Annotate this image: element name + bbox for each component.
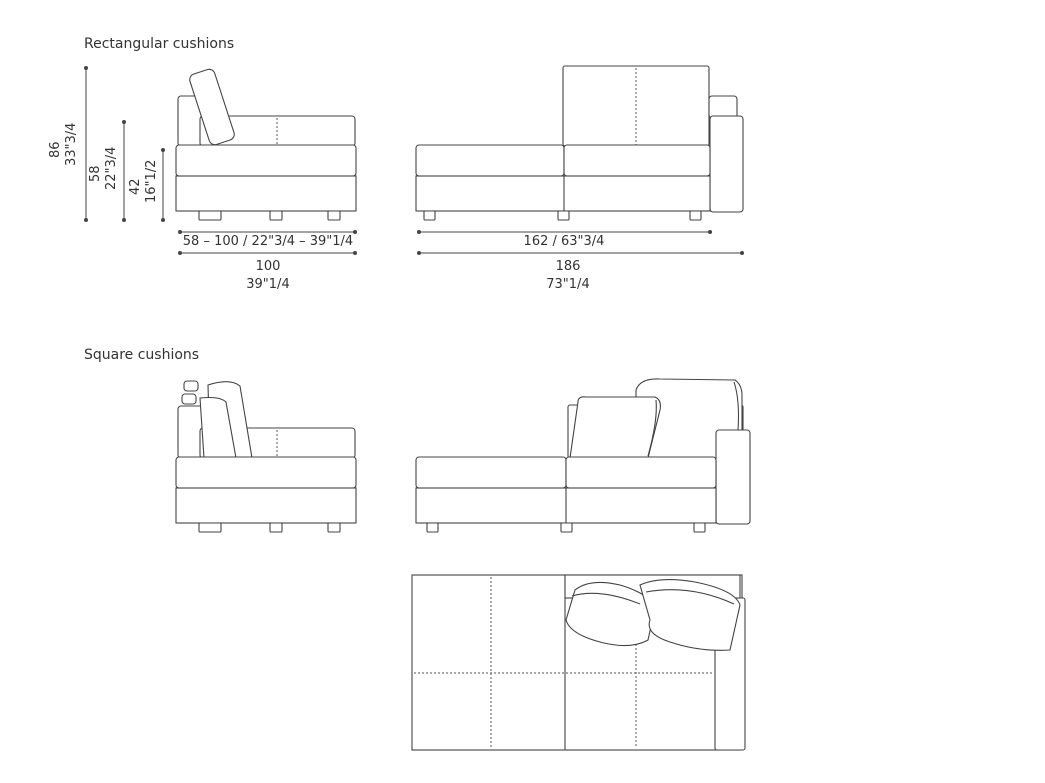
width-dimensions <box>178 230 744 255</box>
height-58-inch-label: 22"3/4 <box>104 146 119 190</box>
height-86-label: 86 <box>48 141 63 158</box>
rect-side-view <box>175 68 357 221</box>
height-42-inch-label: 16"1/2 <box>144 159 159 203</box>
height-58-label: 58 <box>88 165 103 182</box>
depth-range-label: 58 – 100 / 22"3/4 – 39"1/4 <box>182 234 354 249</box>
depth-total-inch-label: 39"1/4 <box>246 277 290 292</box>
rect-front-view <box>415 65 744 221</box>
height-86-inch-label: 33"3/4 <box>64 122 79 166</box>
height-42-label: 42 <box>128 178 143 195</box>
square-side-view <box>175 380 357 533</box>
square-top-view <box>411 574 746 751</box>
width-total-label: 186 <box>555 259 581 274</box>
width-seat-label: 162 / 63"3/4 <box>523 234 605 249</box>
depth-total-label: 100 <box>255 259 281 274</box>
width-total-inch-label: 73"1/4 <box>546 277 590 292</box>
height-dimensions <box>84 66 165 222</box>
square-cushions-title: Square cushions <box>84 347 200 363</box>
square-front-view <box>415 378 751 533</box>
rect-cushions-title: Rectangular cushions <box>84 36 235 52</box>
